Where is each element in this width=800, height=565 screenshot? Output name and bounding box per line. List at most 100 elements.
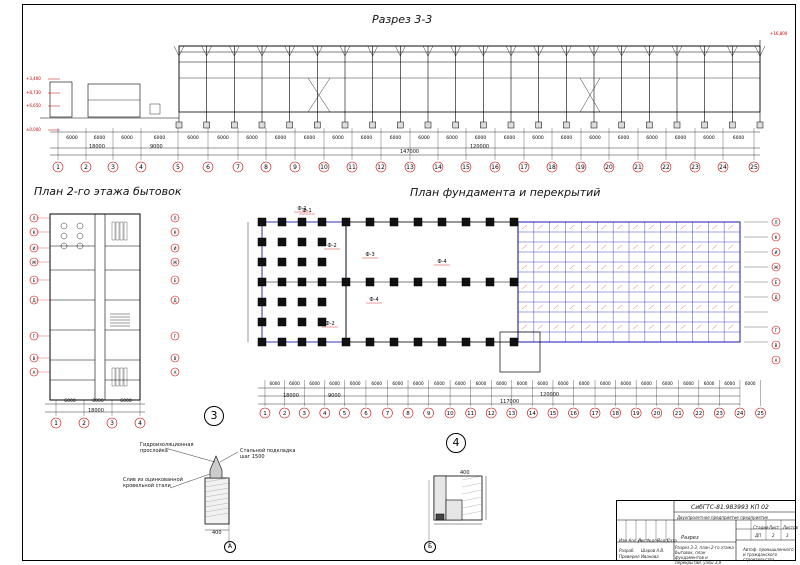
plan-footing — [257, 257, 267, 267]
plan-slab-tick — [569, 244, 575, 250]
node4-hatch — [461, 489, 483, 495]
section-footing — [286, 121, 293, 129]
plan-axis-right — [771, 217, 781, 227]
plan2-axis-right-label: В — [174, 356, 177, 361]
elevation-3: +6,650 — [26, 103, 41, 108]
plan-axis-bubble — [259, 407, 271, 419]
plan2-axis-left — [29, 367, 39, 377]
plan-slab-tick — [569, 304, 575, 310]
plan-slab-tick — [537, 224, 543, 230]
plan-span-label: 6000 — [350, 381, 361, 386]
plan-axis-bubble — [734, 407, 746, 419]
section-axis-label: 8 — [264, 164, 268, 171]
section-axis-bubble — [518, 161, 530, 173]
plan2-stair-tread — [115, 221, 120, 241]
section-axis-bubble — [404, 161, 416, 173]
plan-axis-right-label: Ж — [774, 265, 779, 270]
section-footing — [673, 121, 681, 129]
plan-slab-tick — [521, 264, 528, 270]
plan-mark-label: Ф-4 — [369, 297, 378, 303]
section-axis-bubble — [489, 161, 501, 173]
plan2-span-label: 6000 — [92, 398, 104, 404]
section-span-label: 6000 — [332, 135, 344, 141]
plan-axis-bubble — [423, 407, 434, 419]
node-4-axis: Б — [424, 541, 436, 553]
plan2-axis-right — [170, 213, 180, 223]
section-sub-dim: 120000 — [470, 144, 490, 150]
section-span-label: 6000 — [154, 135, 166, 141]
plan2-axis-left-label: И — [33, 246, 36, 251]
plan2-axis-label: 1 — [54, 420, 58, 427]
plan-slab-tick — [712, 244, 718, 250]
title-block-org: Автоф. промышленного и гражданского стро… — [743, 547, 794, 562]
plan-slab-tick — [617, 224, 623, 230]
section-footing — [590, 121, 598, 129]
plan-axis-label: 22 — [695, 411, 702, 417]
plan-axis-bubble — [465, 407, 476, 419]
plan2-axis-left — [29, 295, 39, 305]
plan-slab-tick — [617, 324, 623, 330]
plan2-axis-bubble — [106, 417, 118, 429]
plan-slab-tick — [696, 264, 702, 270]
plan-footing — [297, 257, 307, 267]
plan-slab-tick — [553, 324, 559, 330]
plan-footing — [461, 337, 471, 347]
plan-axis-label: 6 — [364, 411, 368, 417]
plan-span-label: 6000 — [621, 381, 632, 386]
section-truss — [367, 45, 378, 57]
plan-axis-label: 25 — [757, 411, 764, 417]
node-3-axis: А — [224, 541, 236, 553]
plan-axis-label: 16 — [570, 411, 577, 417]
plan-span-label: 6000 — [329, 381, 340, 386]
plan2-axis-left-label: К — [33, 230, 36, 235]
section-axis-label: 10 — [320, 164, 328, 171]
section-axis-label: 25 — [750, 164, 758, 171]
plan-span-label: 6000 — [289, 381, 300, 386]
section-axis-bubble — [717, 161, 729, 173]
plan-slab-tick — [712, 264, 718, 270]
node4-dim: 400 — [460, 470, 470, 476]
plan-footing — [509, 337, 519, 347]
section-footing — [701, 121, 708, 129]
section-axis-bubble — [80, 161, 92, 173]
plan-slab-tick — [680, 304, 686, 310]
section-footing — [397, 121, 404, 129]
plan-axis-right-label: И — [775, 250, 778, 255]
plan-span-label: 6000 — [558, 381, 569, 386]
plan2-axis-right-label: К — [174, 230, 177, 235]
section-footing — [341, 121, 349, 129]
plan-axis-label: 15 — [549, 411, 556, 417]
section-axis-label: 6 — [206, 164, 210, 171]
section-span-label: 6000 — [217, 135, 229, 141]
section-footing — [480, 121, 487, 129]
section-brace — [307, 77, 331, 113]
title-block-col-header: Лист — [638, 538, 649, 543]
plan2-fixture — [60, 222, 68, 230]
plan2-axis-left — [29, 353, 39, 363]
plan-axis-label: 9 — [427, 411, 431, 417]
elevation-1: +3,400 — [26, 76, 41, 81]
node3-hatch — [204, 482, 230, 488]
section-truss — [395, 45, 406, 57]
plan-slab-tick — [680, 324, 686, 330]
plan-slab-tick — [728, 244, 734, 250]
plan-footing — [277, 257, 287, 267]
section-axis-bubble — [546, 161, 558, 173]
plan-slab-tick — [680, 244, 686, 250]
plan2-axis-left — [29, 213, 39, 223]
plan-axis-label: 7 — [386, 411, 390, 417]
node4-hatch — [461, 510, 483, 516]
plan-slab-tick — [585, 304, 591, 310]
plan2-fixture — [60, 242, 68, 250]
plan-span-label: 6000 — [309, 381, 320, 386]
section-footing — [175, 121, 183, 129]
section-span-label: 6000 — [418, 135, 430, 141]
section-axis-bubble — [603, 161, 615, 173]
plan2-axis-left-label: Ж — [32, 260, 37, 265]
plan-slab-tick — [569, 284, 575, 290]
section-footing — [756, 121, 764, 129]
section-axis-bubble — [289, 161, 301, 173]
section-truss — [229, 45, 240, 57]
plan-axis-label: 3 — [302, 411, 306, 417]
plan-span-label: 6000 — [745, 381, 756, 386]
